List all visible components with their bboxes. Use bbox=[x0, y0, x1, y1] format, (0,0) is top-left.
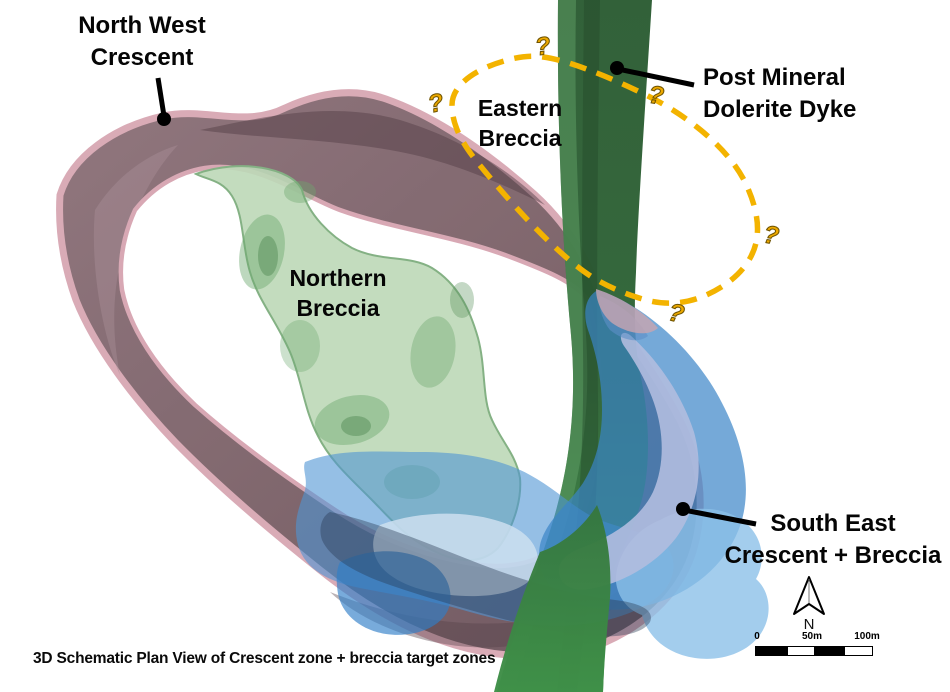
dolerite-dyke-leader-line bbox=[617, 66, 695, 88]
breccia-texture-patch bbox=[410, 316, 456, 388]
nw-crescent-leader-dot bbox=[157, 112, 171, 126]
breccia-texture-patch-dark bbox=[450, 282, 474, 318]
breccia-texture-patch bbox=[280, 320, 320, 372]
dyke-front-lower bbox=[494, 505, 611, 692]
eastern-breccia-target-outline bbox=[449, 53, 761, 306]
crescent-band-shadow-top bbox=[200, 111, 545, 205]
dolerite-dyke-leader-dot bbox=[610, 61, 624, 75]
breccia-texture-patch-dark bbox=[341, 416, 371, 436]
breccia-texture-patch-dark bbox=[258, 236, 278, 276]
nw-crescent-leader-line bbox=[155, 77, 167, 117]
se-crescent-leader-line bbox=[683, 507, 757, 527]
north-arrow bbox=[793, 576, 825, 615]
periwinkle-inner-crescent bbox=[558, 332, 699, 590]
crescent-band-highlight-left bbox=[93, 145, 178, 375]
bright-blue-left-lobe bbox=[336, 551, 451, 635]
breccia-texture-patch bbox=[284, 181, 316, 203]
pink-band-tip-over-blue bbox=[596, 289, 658, 334]
callout-leaders bbox=[155, 61, 757, 527]
se-crescent-leader-dot bbox=[676, 502, 690, 516]
